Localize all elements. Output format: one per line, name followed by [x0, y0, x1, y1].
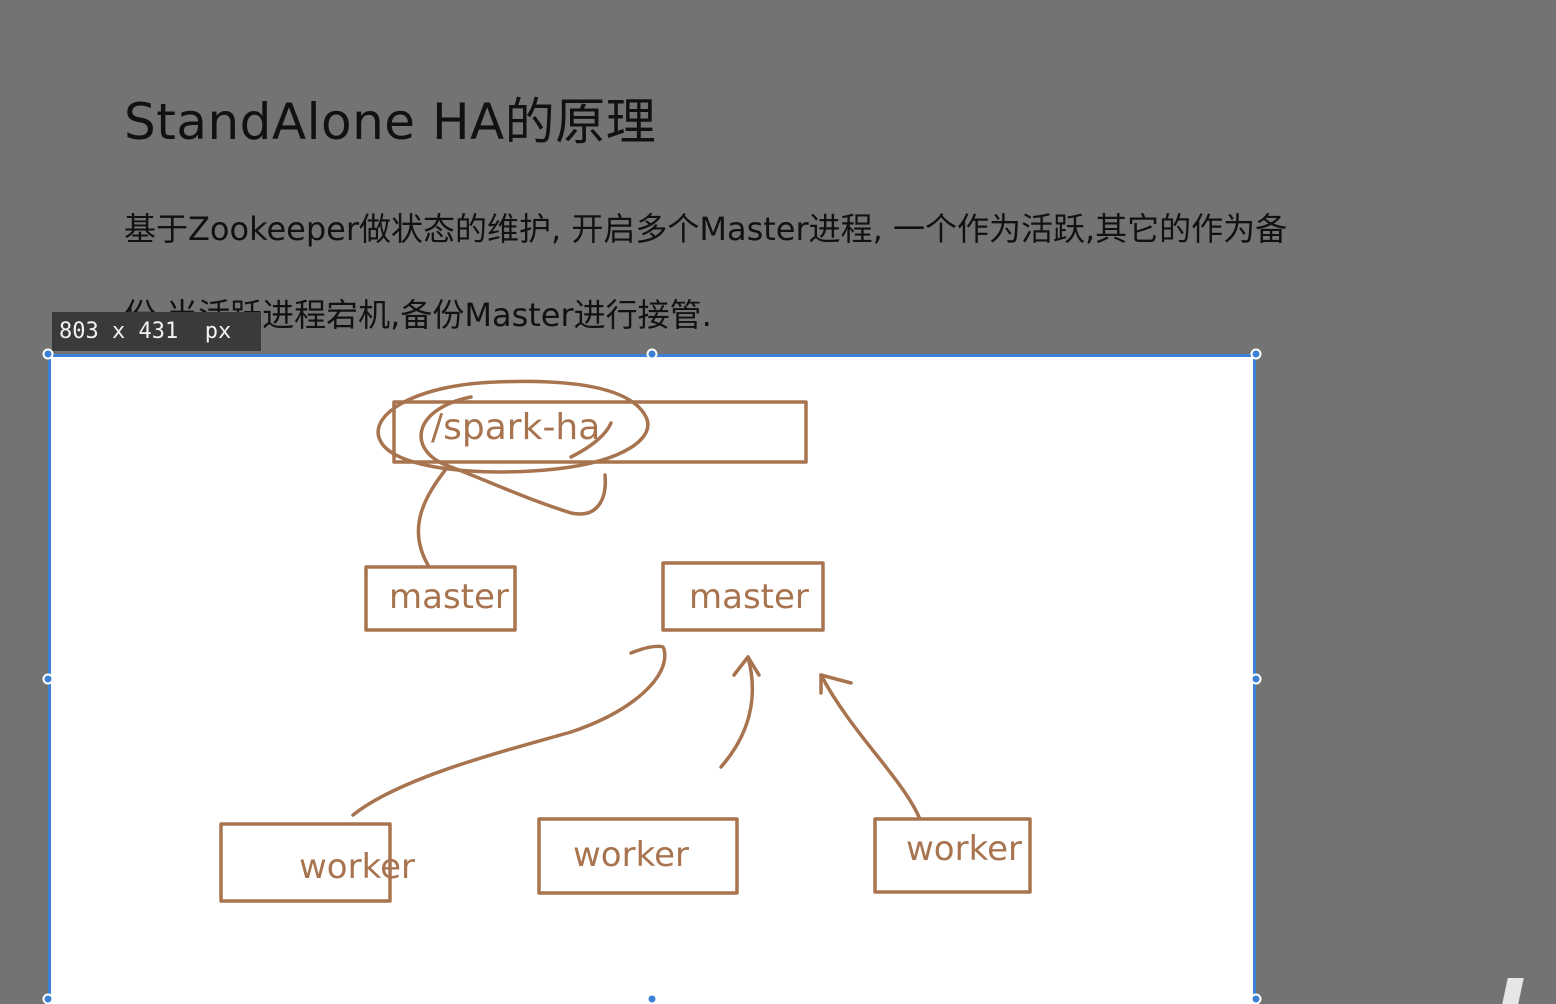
resize-handle-bottom-middle[interactable]: [646, 993, 658, 1004]
worker-middle-box[interactable]: [537, 817, 739, 895]
worker-middle-arrow-shaft: [719, 655, 755, 769]
worker-left-link: [351, 647, 667, 817]
resize-handle-top-left[interactable]: [42, 348, 54, 360]
selected-drawing-canvas[interactable]: /spark-ha master master worker worker wo…: [48, 354, 1256, 1004]
worker-left-box[interactable]: [219, 822, 392, 903]
zk-node-label: /spark-ha: [431, 407, 601, 448]
worker-right-label: worker: [906, 829, 1022, 869]
resize-handle-top-middle[interactable]: [646, 348, 658, 360]
highlight-scribble-inner: [419, 395, 608, 516]
worker-middle-label: worker: [573, 835, 689, 875]
diagram-drawing: [219, 379, 1032, 903]
slide-text-line-1: 基于Zookeeper做状态的维护, 开启多个Master进程, 一个作为活跃,…: [124, 210, 1288, 248]
resize-handle-bottom-left[interactable]: [42, 993, 54, 1004]
worker-right-arrow-shaft: [819, 673, 921, 819]
zk-to-master-connector: [416, 467, 448, 567]
resize-handle-middle-left[interactable]: [42, 673, 54, 685]
selection-size-badge: 803 x 431 px: [52, 312, 261, 351]
master-right-label: master: [689, 577, 809, 617]
resize-handle-middle-right[interactable]: [1250, 673, 1262, 685]
corner-mark-icon: [1502, 978, 1524, 1004]
master-left-label: master: [389, 577, 509, 617]
worker-left-label: worker: [299, 847, 415, 887]
resize-handle-bottom-right[interactable]: [1250, 993, 1262, 1004]
highlight-scribble-outer: [376, 379, 650, 474]
master-left-box[interactable]: [364, 565, 517, 632]
slide-title: StandAlone HA的原理: [124, 93, 657, 151]
resize-handle-top-right[interactable]: [1250, 348, 1262, 360]
master-right-box[interactable]: [661, 561, 825, 632]
worker-right-arrow-head: [819, 673, 853, 695]
highlight-scribble-tail: [569, 421, 613, 459]
worker-middle-arrow-head: [732, 655, 761, 677]
worker-left-arrow-tail: [629, 644, 665, 655]
worker-right-box[interactable]: [873, 817, 1032, 894]
